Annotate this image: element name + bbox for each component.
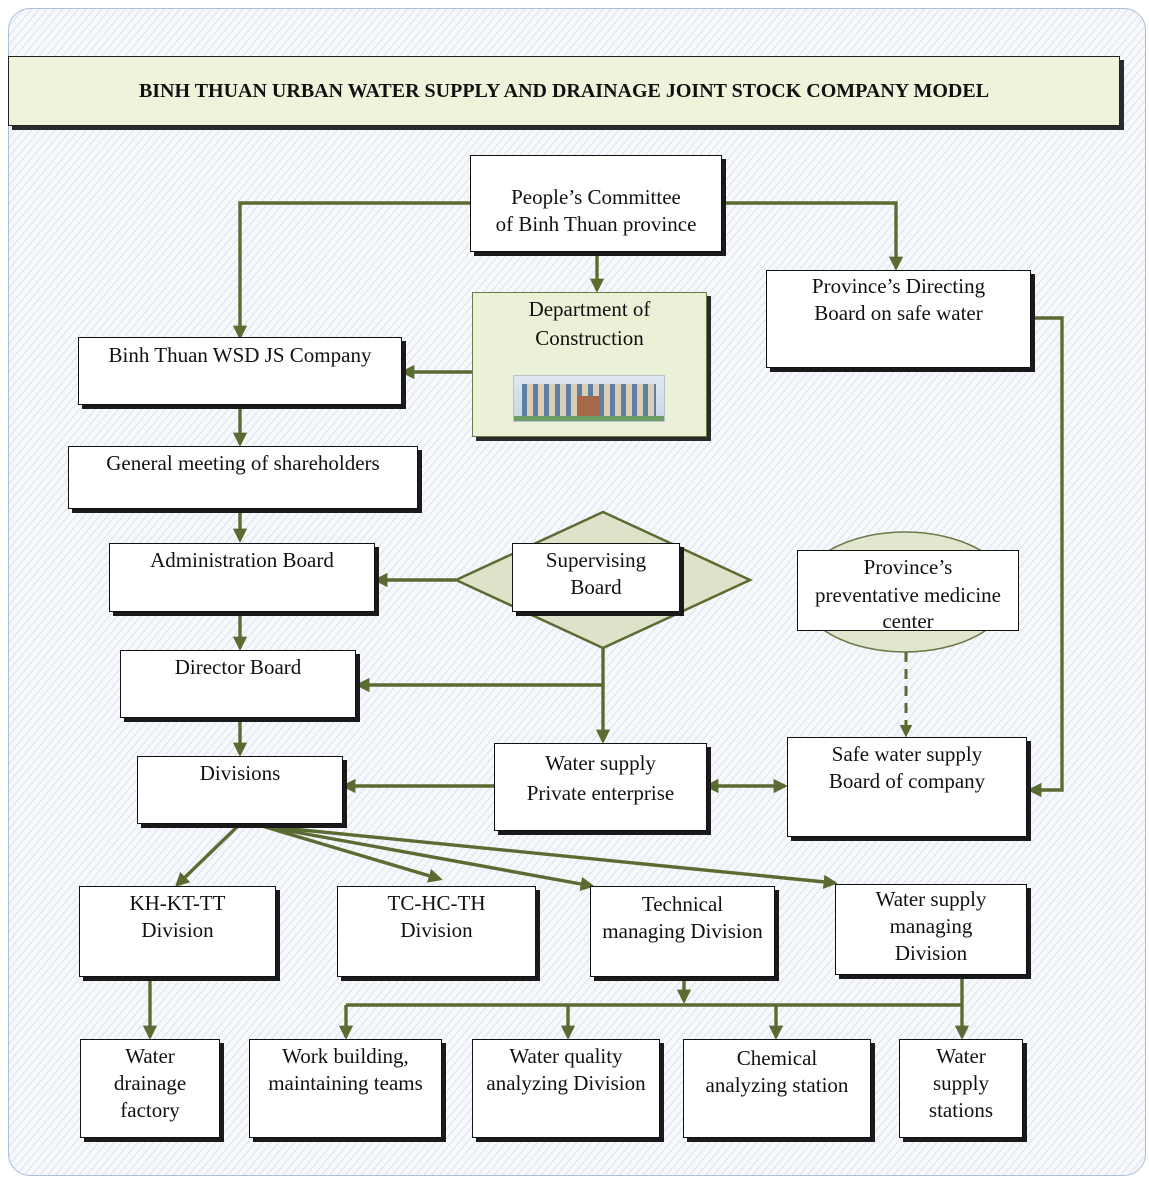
node-department-line-1: Department of xyxy=(528,297,651,321)
arrow-divisions-to-tchcth xyxy=(261,824,443,883)
diagram-title: BINH THUAN URBAN WATER SUPPLY AND DRAINA… xyxy=(8,56,1120,126)
node-director-board-label: Director Board xyxy=(174,655,302,679)
building-photo xyxy=(513,375,665,422)
node-chemical-line-2: analyzing station xyxy=(705,1073,849,1097)
node-tc-hc-th-line-1: TC-HC-TH xyxy=(387,891,486,915)
node-drainage-line-1: Water xyxy=(125,1044,175,1068)
node-water-quality-line-1: Water quality xyxy=(509,1044,623,1068)
node-divisions: Divisions xyxy=(137,756,343,824)
node-technical-managing-division: Technical managing Division xyxy=(590,886,775,977)
node-work-building-line-1: Work building, xyxy=(282,1044,409,1068)
node-kh-kt-tt-line-2: Division xyxy=(141,918,214,942)
node-administration-board-label: Administration Board xyxy=(150,548,334,572)
node-technical-line-1: Technical xyxy=(641,892,724,916)
arrow-directing-to-safe-water xyxy=(1027,316,1064,798)
node-tc-hc-th-division: TC-HC-TH Division xyxy=(337,886,536,977)
node-company-label: Binh Thuan WSD JS Company xyxy=(108,343,372,367)
node-technical-line-2: managing Division xyxy=(602,919,763,943)
arrow-divisions-to-water-managing xyxy=(261,824,838,889)
node-drainage-line-3: factory xyxy=(120,1098,180,1122)
arrow-divisions-to-technical xyxy=(261,824,595,891)
node-private-enterprise: Water supply Private enterprise xyxy=(494,743,707,831)
node-stations-line-3: stations xyxy=(928,1098,994,1122)
node-stations-line-1: Water xyxy=(936,1044,986,1068)
node-safe-water-board: Safe water supply Board of company xyxy=(787,737,1027,837)
node-water-quality-line-2: analyzing Division xyxy=(486,1071,646,1095)
node-supervising-line-2: Board xyxy=(570,575,622,599)
node-preventative-line-2: preventative medicine xyxy=(815,583,1001,607)
node-work-building-teams: Work building, maintaining teams xyxy=(249,1039,442,1138)
node-supervising-board: Supervising Board xyxy=(512,543,680,612)
node-water-managing-line-1: Water supply xyxy=(875,887,987,911)
node-company: Binh Thuan WSD JS Company xyxy=(78,337,402,405)
node-preventative-line-1: Province’s xyxy=(863,555,953,579)
node-general-meeting-label: General meeting of shareholders xyxy=(106,451,380,475)
node-tc-hc-th-line-2: Division xyxy=(400,918,473,942)
node-water-drainage-factory: Water drainage factory xyxy=(80,1039,220,1138)
node-preventative-line-3: center xyxy=(882,609,934,633)
node-supervising-line-1: Supervising xyxy=(545,548,647,572)
node-work-building-line-2: maintaining teams xyxy=(268,1071,423,1095)
node-peoples-committee-line-1: People’s Committee xyxy=(511,185,681,209)
node-general-meeting: General meeting of shareholders xyxy=(68,446,418,509)
node-safe-water-line-1: Safe water supply xyxy=(831,742,983,766)
node-peoples-committee-line-2: of Binh Thuan province xyxy=(495,212,697,236)
node-chemical-line-1: Chemical xyxy=(736,1046,818,1070)
node-chemical-analyzing-station: Chemical analyzing station xyxy=(683,1039,871,1138)
node-drainage-line-2: drainage xyxy=(113,1071,187,1095)
node-stations-line-2: supply xyxy=(932,1071,989,1095)
node-divisions-label: Divisions xyxy=(199,761,281,785)
node-kh-kt-tt-line-1: KH-KT-TT xyxy=(129,891,226,915)
node-water-managing-line-3: Division xyxy=(894,941,968,965)
node-water-quality-division: Water quality analyzing Division xyxy=(472,1039,660,1138)
node-directing-board-line-1: Province’s Directing xyxy=(811,274,986,298)
node-private-line-2: Private enterprise xyxy=(526,781,675,805)
node-directing-board-line-2: Board on safe water xyxy=(814,301,983,325)
node-water-supply-managing-division: Water supply managing Division xyxy=(835,884,1027,975)
node-department-line-2: Construction xyxy=(535,326,644,350)
arrow-committee-to-directing xyxy=(722,201,904,271)
node-water-supply-stations: Water supply stations xyxy=(899,1039,1023,1138)
node-safe-water-line-2: Board of company xyxy=(828,769,986,793)
node-administration-board: Administration Board xyxy=(109,543,375,612)
node-water-managing-line-2: managing xyxy=(889,914,973,938)
node-peoples-committee: People’s Committee of Binh Thuan provinc… xyxy=(470,155,722,252)
arrow-committee-to-company xyxy=(232,201,470,340)
node-kh-kt-tt-division: KH-KT-TT Division xyxy=(79,886,276,977)
node-directing-board: Province’s Directing Board on safe water xyxy=(766,270,1031,368)
node-department-of-construction: Department of Construction xyxy=(472,292,707,437)
arrow-divisions-to-khkttt xyxy=(174,822,242,887)
node-preventative-medicine: Province’s preventative medicine center xyxy=(797,550,1019,633)
node-private-line-1: Water supply xyxy=(545,751,656,775)
node-director-board: Director Board xyxy=(120,650,356,718)
